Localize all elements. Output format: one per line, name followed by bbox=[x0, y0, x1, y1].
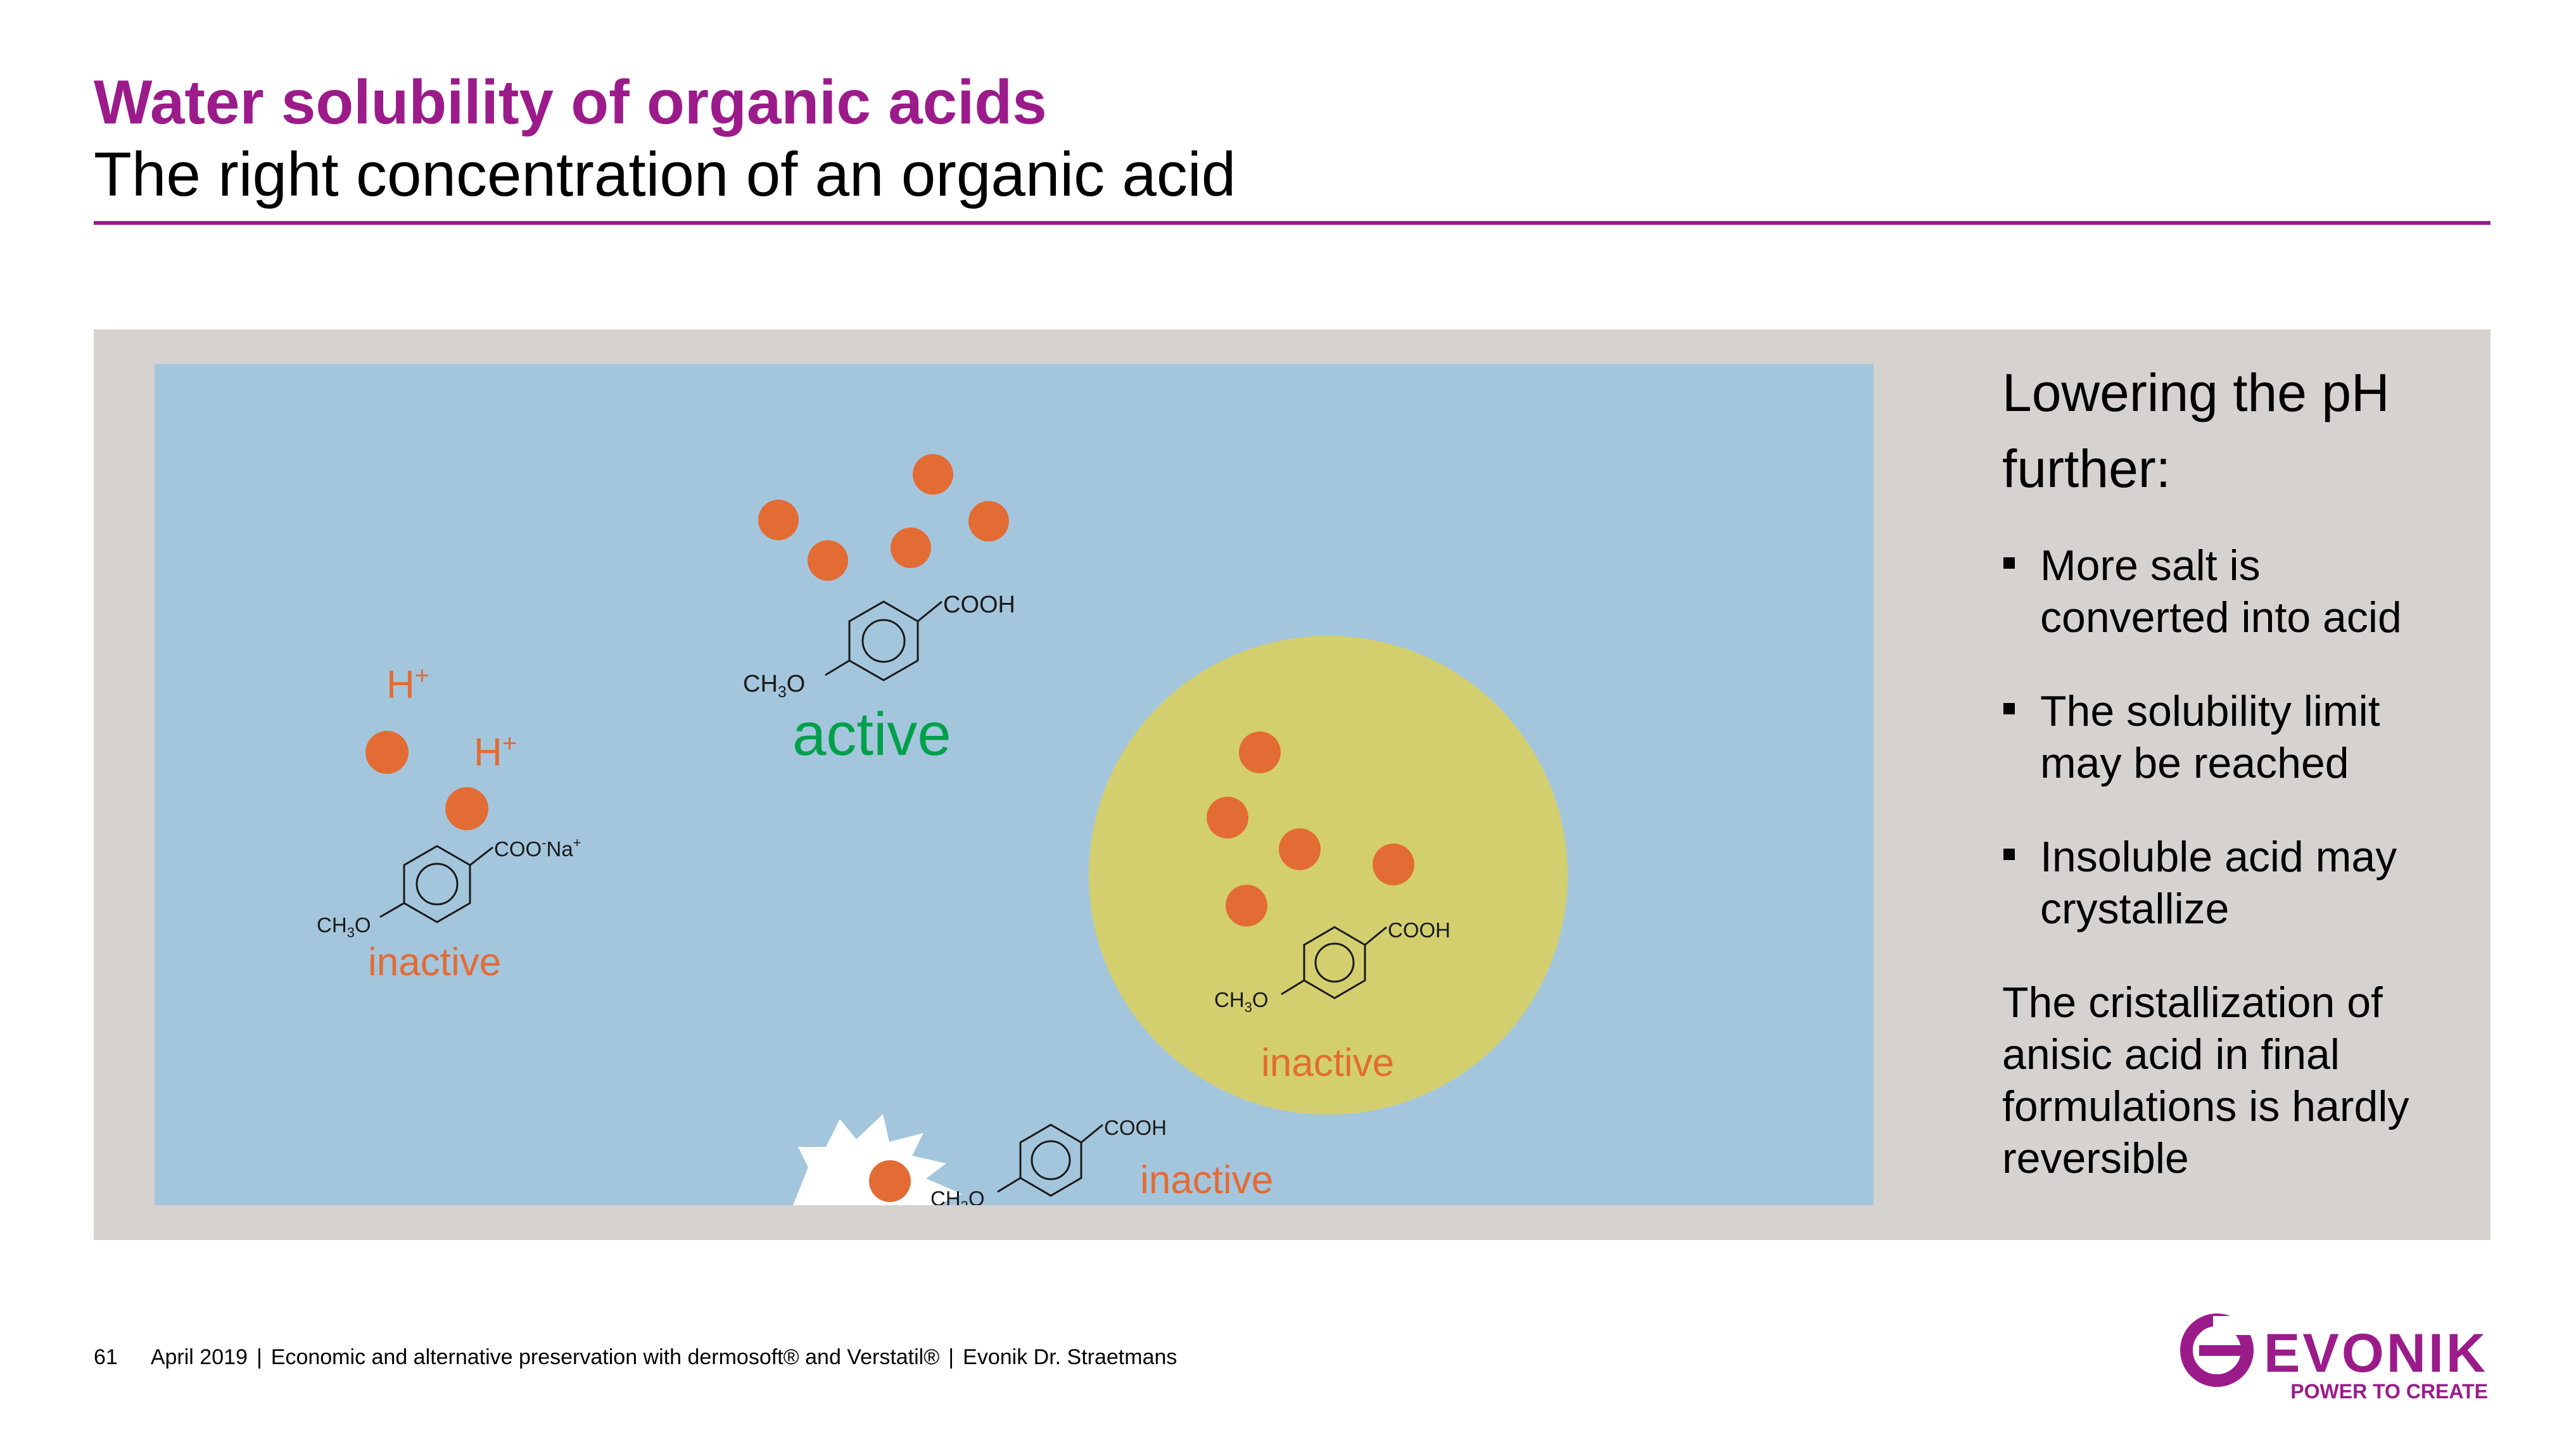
title-divider bbox=[94, 221, 2490, 225]
square-bullet-icon bbox=[2003, 849, 2015, 860]
slide-title: Water solubility of organic acids bbox=[94, 67, 1047, 137]
precipitate-acid-molecule: COOH CH3O bbox=[1214, 918, 1450, 1015]
solubility-diagram: H+ H+ COO-Na+ CH3O inactive COOH CH3O a bbox=[155, 364, 1874, 1205]
logo-tagline: POWER TO CREATE bbox=[2290, 1380, 2488, 1403]
crystal-droplet bbox=[869, 1160, 911, 1202]
proton-droplet bbox=[365, 731, 409, 774]
list-item: More salt is converted into acid bbox=[2002, 540, 2458, 643]
proton-label: H+ bbox=[474, 730, 517, 775]
methoxy-group: CH3O bbox=[743, 671, 805, 701]
label-inactive-salt: inactive bbox=[368, 940, 501, 984]
carboxyl-group: COOH bbox=[1104, 1116, 1167, 1139]
carboxyl-group: COOH bbox=[943, 592, 1015, 618]
evonik-e-icon bbox=[2180, 1313, 2254, 1387]
crystal-burst bbox=[793, 1114, 961, 1205]
label-inactive-crystal: inactive bbox=[1140, 1158, 1273, 1202]
side-heading: Lowering the pH further: bbox=[2002, 363, 2390, 498]
list-item: Insoluble acid may crystallize bbox=[2002, 831, 2458, 935]
label-active: active bbox=[792, 700, 951, 768]
side-note: The cristallization of anisic acid in fi… bbox=[2002, 978, 2409, 1182]
proton-group: H+ H+ bbox=[365, 662, 517, 830]
methoxy-group: CH3O bbox=[317, 913, 371, 940]
evonik-logo: EVONIK POWER TO CREATE bbox=[2180, 1313, 2488, 1403]
crystal-acid-molecule: COOH CH3O bbox=[930, 1116, 1167, 1205]
square-bullet-icon bbox=[2003, 557, 2015, 569]
proton-droplet bbox=[445, 787, 488, 830]
carboxylate-group: COO-Na+ bbox=[494, 835, 581, 861]
page-number: 61 bbox=[94, 1345, 118, 1369]
anisic-acid-molecule: COOH CH3O bbox=[743, 592, 1015, 701]
carboxyl-group: COOH bbox=[1388, 918, 1450, 942]
methoxy-group: CH3O bbox=[1214, 988, 1269, 1015]
square-bullet-icon bbox=[2003, 703, 2015, 714]
anisate-salt-molecule: COO-Na+ CH3O bbox=[317, 835, 581, 940]
footer-separator: | bbox=[948, 1345, 955, 1369]
label-inactive-dissolved: inactive bbox=[1261, 1041, 1394, 1085]
acid-droplet-cluster bbox=[758, 454, 1009, 581]
footer-author: Evonik Dr. Straetmans bbox=[963, 1345, 1177, 1369]
slide-subtitle: The right concentration of an organic ac… bbox=[94, 139, 1236, 209]
side-bullet-list: More salt is converted into acid The sol… bbox=[2002, 540, 2458, 935]
footer-separator: | bbox=[256, 1345, 262, 1369]
saturation-zone bbox=[1089, 636, 1568, 1115]
water-background bbox=[155, 364, 1874, 1205]
footer-date: April 2019 bbox=[150, 1345, 248, 1369]
methoxy-group: CH3O bbox=[930, 1187, 985, 1205]
precipitate-droplet-cluster bbox=[1207, 731, 1414, 927]
proton-label: H+ bbox=[386, 662, 429, 707]
slide-footer: 61 April 2019 | Economic and alternative pr… bbox=[94, 1345, 1177, 1370]
explanation-panel: Lowering the pH further: More salt is co… bbox=[2002, 355, 2458, 1184]
footer-topic: Economic and alternative preservation wi… bbox=[270, 1345, 940, 1369]
logo-wordmark: EVONIK bbox=[2264, 1323, 2488, 1384]
list-item: The solubility limit may be reached bbox=[2002, 685, 2458, 789]
